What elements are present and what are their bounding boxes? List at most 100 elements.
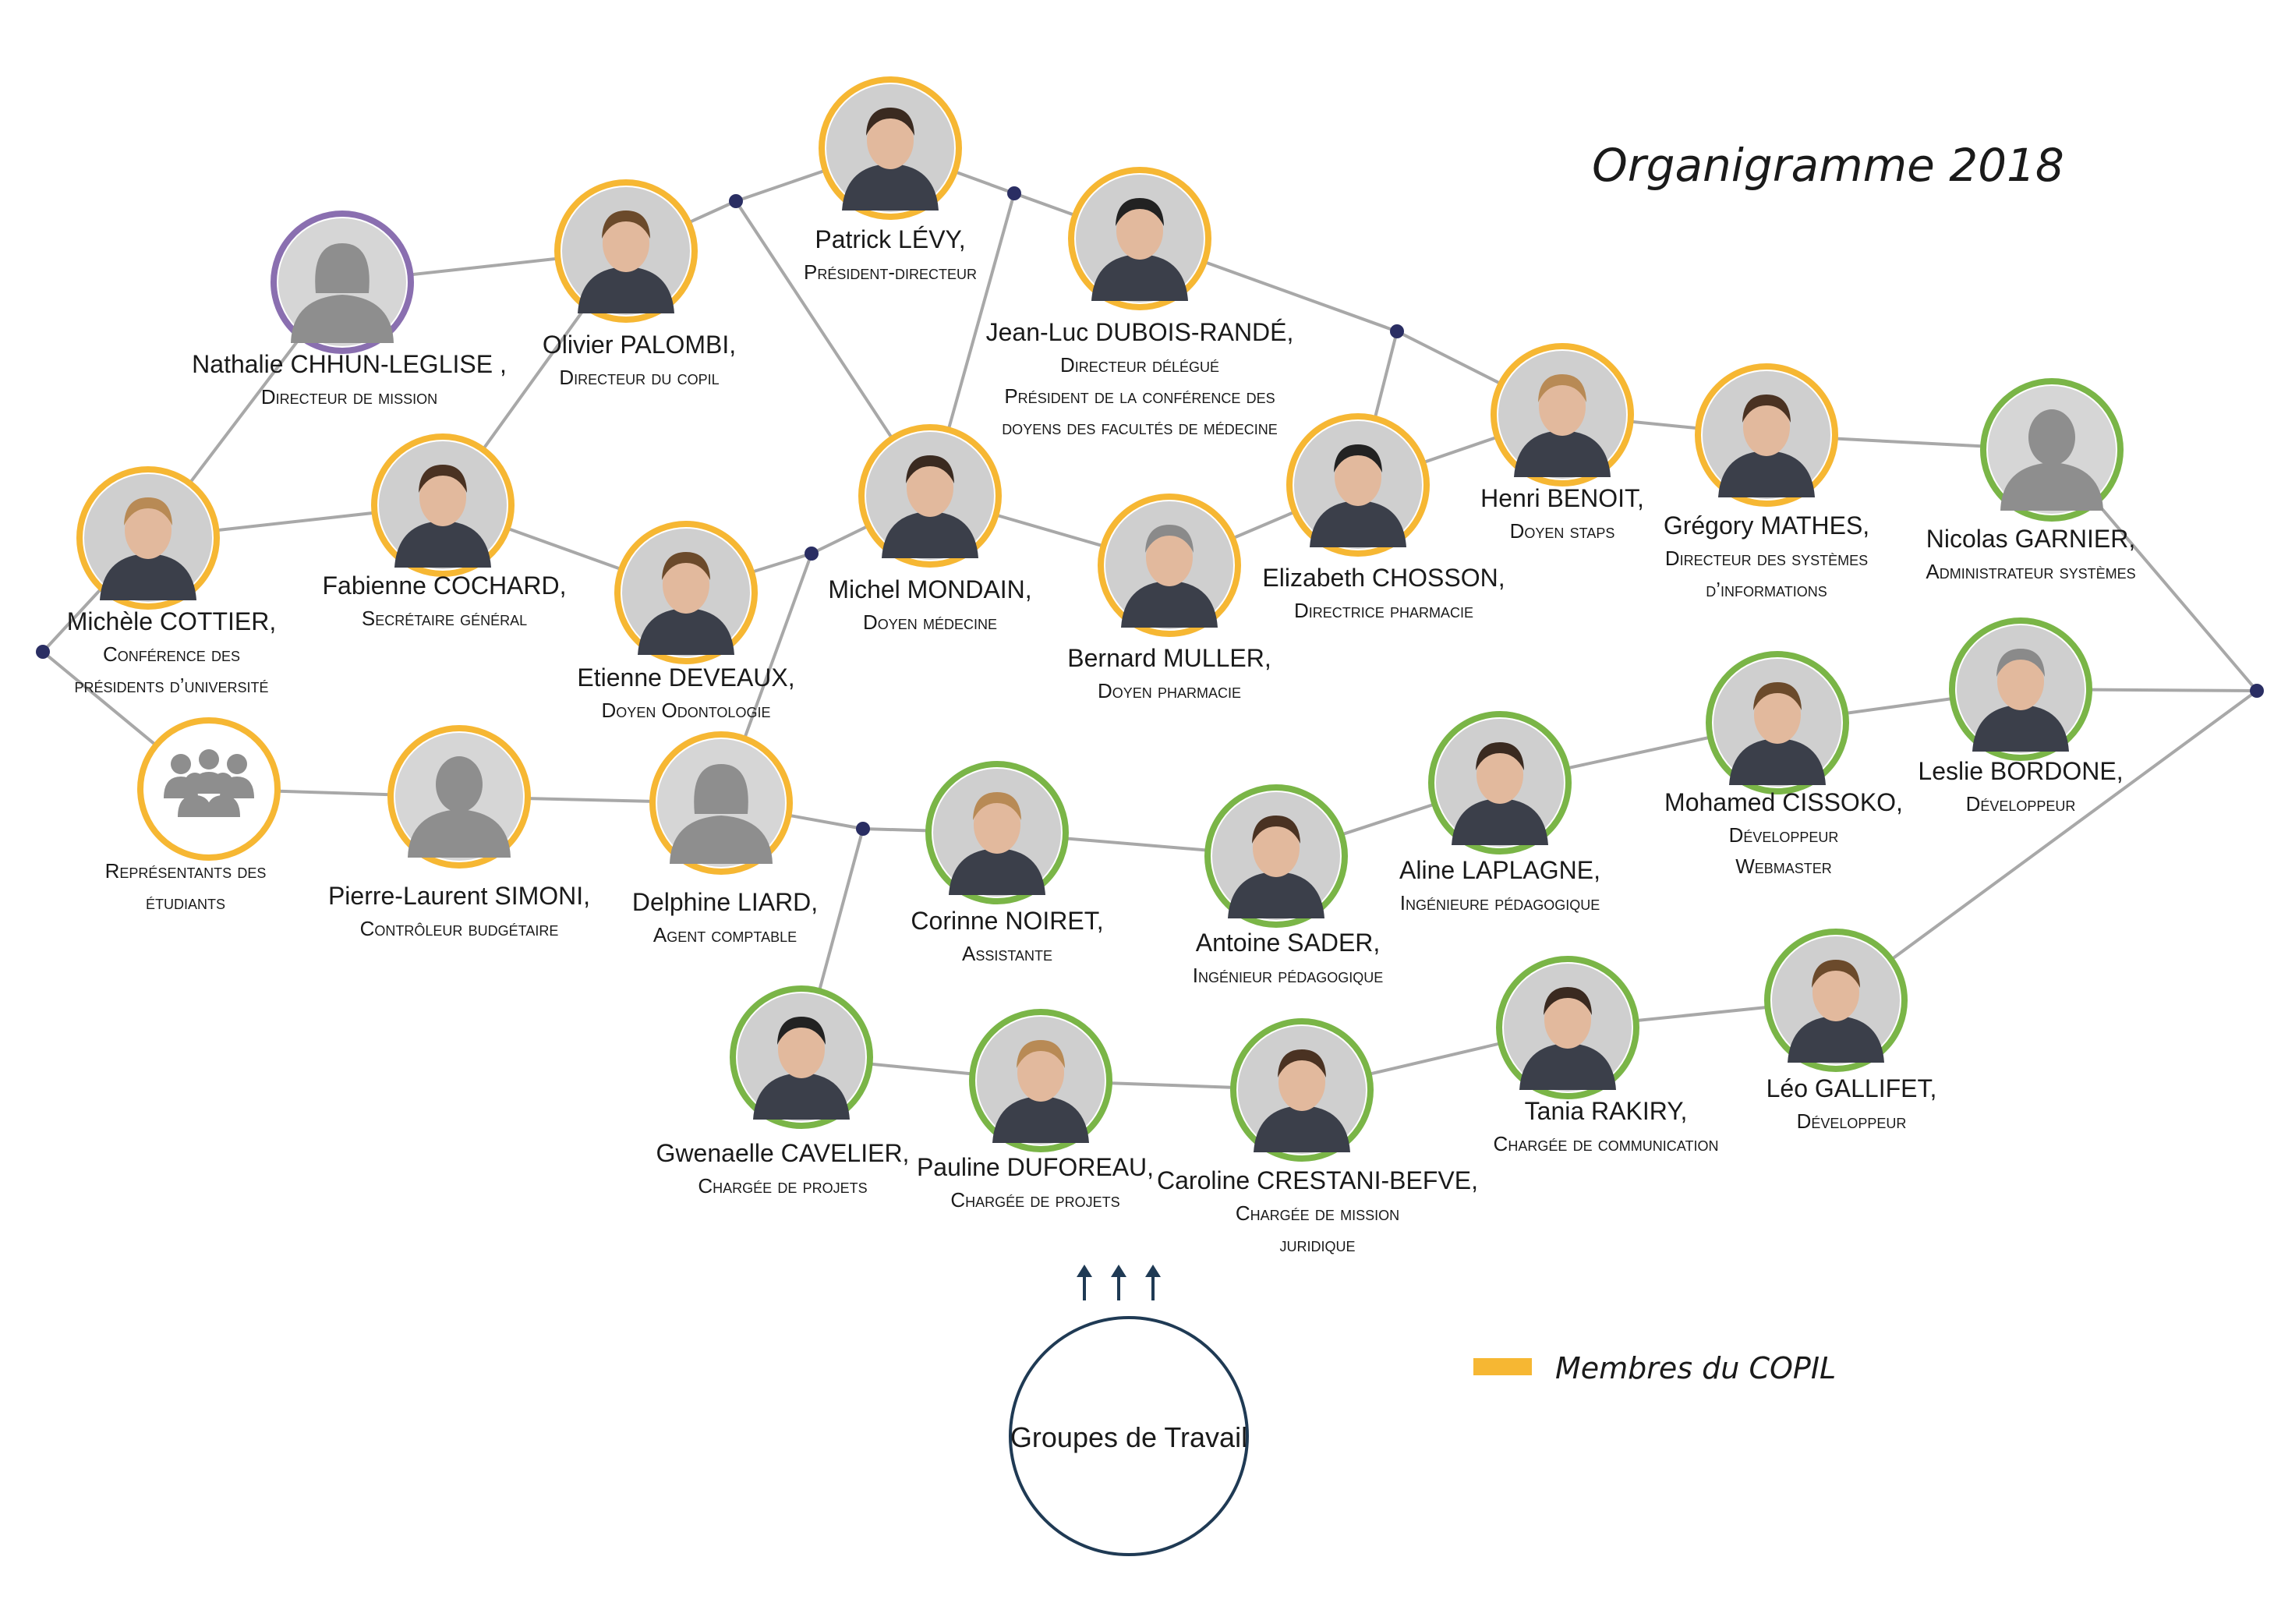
person-role: Ingénieure pédagogique — [1400, 891, 1600, 915]
junction-dots — [36, 186, 2264, 836]
person-name: Gwenaelle CAVELIER, — [656, 1139, 910, 1167]
person-name: Delphine LIARD, — [632, 888, 818, 916]
silhouette-female-icon — [278, 218, 406, 346]
person-name: Olivier PALOMBI, — [543, 331, 736, 359]
person-name: Nicolas GARNIER, — [1926, 525, 2136, 553]
group-icon — [145, 725, 273, 853]
portrait-photo-icon — [1772, 936, 1900, 1064]
person-name: Pierre-Laurent SIMONI, — [328, 882, 590, 910]
person-node-cottier: Michèle COTTIER, Conférence des présidents… — [67, 466, 276, 697]
person-role: juridique — [1279, 1233, 1355, 1256]
person-node-noiret: Corinne NOIRET, Assistante — [911, 761, 1104, 965]
person-role: étudiants — [146, 890, 225, 914]
person-node-chhun: Nathalie CHHUN-LEGLISE ,Directeur de mis… — [192, 211, 507, 409]
portrait-photo-icon — [1498, 351, 1626, 479]
person-name: Tania RAKIRY, — [1525, 1097, 1688, 1125]
portrait-photo-icon — [1703, 371, 1830, 499]
person-node-deveaux: Etienne DEVEAUX, Doyen Odontologie — [577, 521, 795, 722]
junction-dot — [1390, 324, 1404, 338]
person-name: Caroline CRESTANI-BEFVE, — [1157, 1166, 1478, 1194]
person-name: Bernard MULLER, — [1067, 644, 1271, 672]
person-role: Chargée de projets — [698, 1174, 867, 1198]
person-role: Directrice pharmacie — [1294, 599, 1473, 622]
person-role: Chargée de projets — [950, 1188, 1119, 1212]
person-role: Directeur du copil — [559, 366, 719, 389]
junction-dot — [36, 645, 50, 659]
up-arrow-icon — [1077, 1265, 1092, 1300]
person-role: Doyen Odontologie — [602, 699, 771, 722]
person-role: Président-directeur — [804, 260, 977, 284]
portrait-photo-icon — [1076, 175, 1204, 303]
person-name: Etienne DEVEAUX, — [577, 663, 794, 692]
portrait-photo-icon — [562, 187, 690, 315]
person-node-garnier: Nicolas GARNIER, Administrateur systèmes — [1926, 378, 2136, 583]
portrait-photo-icon — [1294, 421, 1422, 549]
person-name: Patrick LÉVY, — [815, 225, 965, 253]
groups-label: Groupes de Travail — [1010, 1421, 1247, 1453]
person-node-palombi: Olivier PALOMBI, Directeur du copil — [543, 179, 736, 389]
junction-dot — [856, 822, 870, 836]
portrait-photo-icon — [1436, 719, 1564, 847]
person-node-bordone: Leslie BORDONE,Développeur — [1918, 617, 2124, 816]
person-name: Michèle COTTIER, — [67, 607, 276, 635]
person-name: Grégory MATHES, — [1664, 511, 1869, 540]
portrait-photo-icon — [866, 432, 994, 560]
chart-title: Organigramme 2018 — [1592, 139, 2064, 192]
junction-dot — [2250, 684, 2264, 698]
person-node-laplagne: Aline LAPLAGNE, Ingénieure pédagogique — [1399, 711, 1600, 915]
up-arrows — [1077, 1265, 1161, 1300]
person-role: présidents d’université — [74, 674, 268, 697]
person-role: Assistante — [962, 942, 1052, 965]
person-role: Chargée de communication — [1494, 1132, 1719, 1155]
silhouette-male-icon — [395, 733, 523, 861]
person-role: Chargée de mission — [1236, 1201, 1399, 1225]
person-node-muller: Bernard MULLER, Doyen pharmacie — [1067, 494, 1271, 702]
person-role: Webmaster — [1735, 854, 1832, 878]
person-node-mathes: Grégory MATHES, Directeur des systèmes d’i… — [1664, 363, 1869, 601]
person-role: Doyen pharmacie — [1098, 679, 1241, 702]
person-role: Conférence des — [103, 642, 240, 666]
person-role: Ingénieur pédagogique — [1193, 964, 1383, 987]
person-role: Développeur — [1966, 792, 2076, 816]
person-node-cavelier: Gwenaelle CAVELIER, Chargée de projets — [656, 985, 910, 1198]
person-role: Développeur — [1797, 1109, 1907, 1133]
person-role: d’informations — [1706, 578, 1827, 601]
person-role: doyens des facultés de médecine — [1002, 416, 1278, 439]
person-node-chosson: Elizabeth CHOSSON, Directrice pharmacie — [1262, 413, 1505, 622]
person-name: Léo GALLIFET, — [1767, 1074, 1937, 1102]
person-name: Michel MONDAIN, — [828, 575, 1031, 603]
person-name: Corinne NOIRET, — [911, 907, 1103, 935]
legend-label: Membres du COPIL — [1555, 1351, 1836, 1385]
up-arrow-icon — [1111, 1265, 1126, 1300]
person-name: Elizabeth CHOSSON, — [1262, 564, 1505, 592]
portrait-photo-icon — [1105, 501, 1233, 629]
person-node-sader: Antoine SADER,Ingénieur pédagogique — [1193, 784, 1383, 987]
person-node-benoit: Henri BENOIT,Doyen staps — [1480, 343, 1644, 543]
person-role: Administrateur systèmes — [1926, 560, 2135, 583]
silhouette-male-icon — [1988, 386, 2116, 514]
person-name: Jean-Luc DUBOIS-RANDÉ, — [986, 318, 1294, 346]
portrait-photo-icon — [826, 84, 954, 212]
portrait-photo-icon — [1957, 625, 2085, 753]
person-role: Contrôleur budgétaire — [360, 917, 559, 940]
portrait-photo-icon — [84, 474, 212, 602]
person-name: Aline LAPLAGNE, — [1399, 856, 1600, 884]
groups-de-travail: Groupes de Travail — [1009, 1265, 1249, 1556]
connector-gallifet-jR — [1834, 689, 2258, 1002]
person-name: Henri BENOIT, — [1480, 484, 1644, 512]
person-role: Directeur délégué — [1060, 353, 1219, 377]
portrait-photo-icon — [1504, 964, 1632, 1092]
person-node-duforeau: Pauline DUFOREAU,Chargée de projets — [917, 1009, 1154, 1212]
portrait-photo-icon — [977, 1017, 1105, 1145]
portrait-photo-icon — [737, 993, 865, 1121]
person-name: Nathalie CHHUN-LEGLISE , — [192, 350, 507, 378]
person-role: Directeur des systèmes — [1665, 547, 1868, 570]
person-node-rakiry: Tania RAKIRY, Chargée de communication — [1494, 956, 1719, 1155]
person-role: Doyen médecine — [863, 610, 997, 634]
person-role: Agent comptable — [653, 923, 797, 946]
portrait-photo-icon — [622, 529, 750, 656]
junction-dot — [1007, 186, 1021, 200]
